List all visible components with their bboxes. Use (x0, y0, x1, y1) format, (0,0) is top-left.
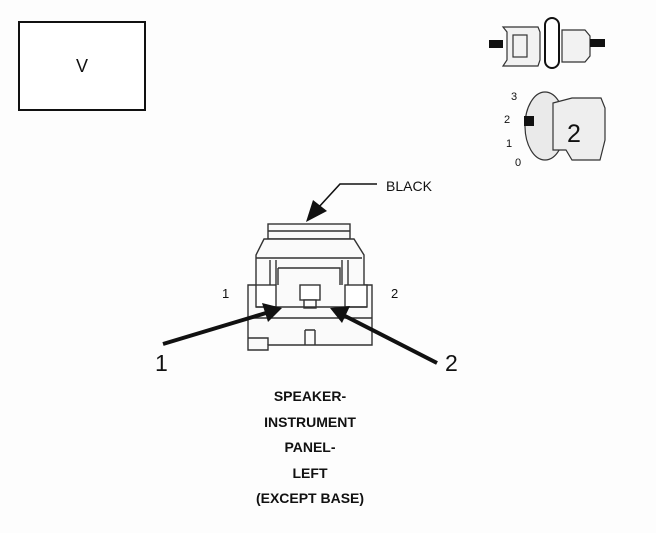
key-number: 2 (567, 120, 581, 148)
key-scale-1: 1 (506, 138, 513, 150)
caption-line: (EXCEPT BASE) (255, 490, 365, 506)
key-scale-3: 3 (511, 91, 518, 103)
view-label: V (75, 55, 88, 76)
callout-arrow-2 (330, 306, 438, 365)
callout-label-1: 1 (155, 350, 168, 376)
connector-caption: SPEAKER- INSTRUMENT PANEL- LEFT (EXCEPT … (210, 384, 410, 512)
wire-color-label: BLACK (386, 178, 432, 194)
connector-body (247, 223, 373, 351)
key-scale-2: 2 (504, 114, 511, 126)
wire-color-leader (306, 183, 377, 222)
connector-plug-icon (489, 17, 605, 69)
caption-line: INSTRUMENT (264, 413, 356, 430)
caption-line: PANEL- (284, 439, 336, 455)
key-scale-0: 0 (515, 157, 522, 169)
view-label-box: V (18, 21, 146, 111)
connector-pin-number-2: 2 (391, 286, 399, 301)
callout-label-2: 2 (445, 350, 458, 376)
ignition-key-icon (524, 91, 606, 161)
callout-arrow-1 (162, 303, 282, 346)
caption-line: LEFT (292, 464, 328, 481)
connector-pin-number-1: 1 (222, 286, 230, 301)
caption-line: SPEAKER- (273, 388, 347, 404)
